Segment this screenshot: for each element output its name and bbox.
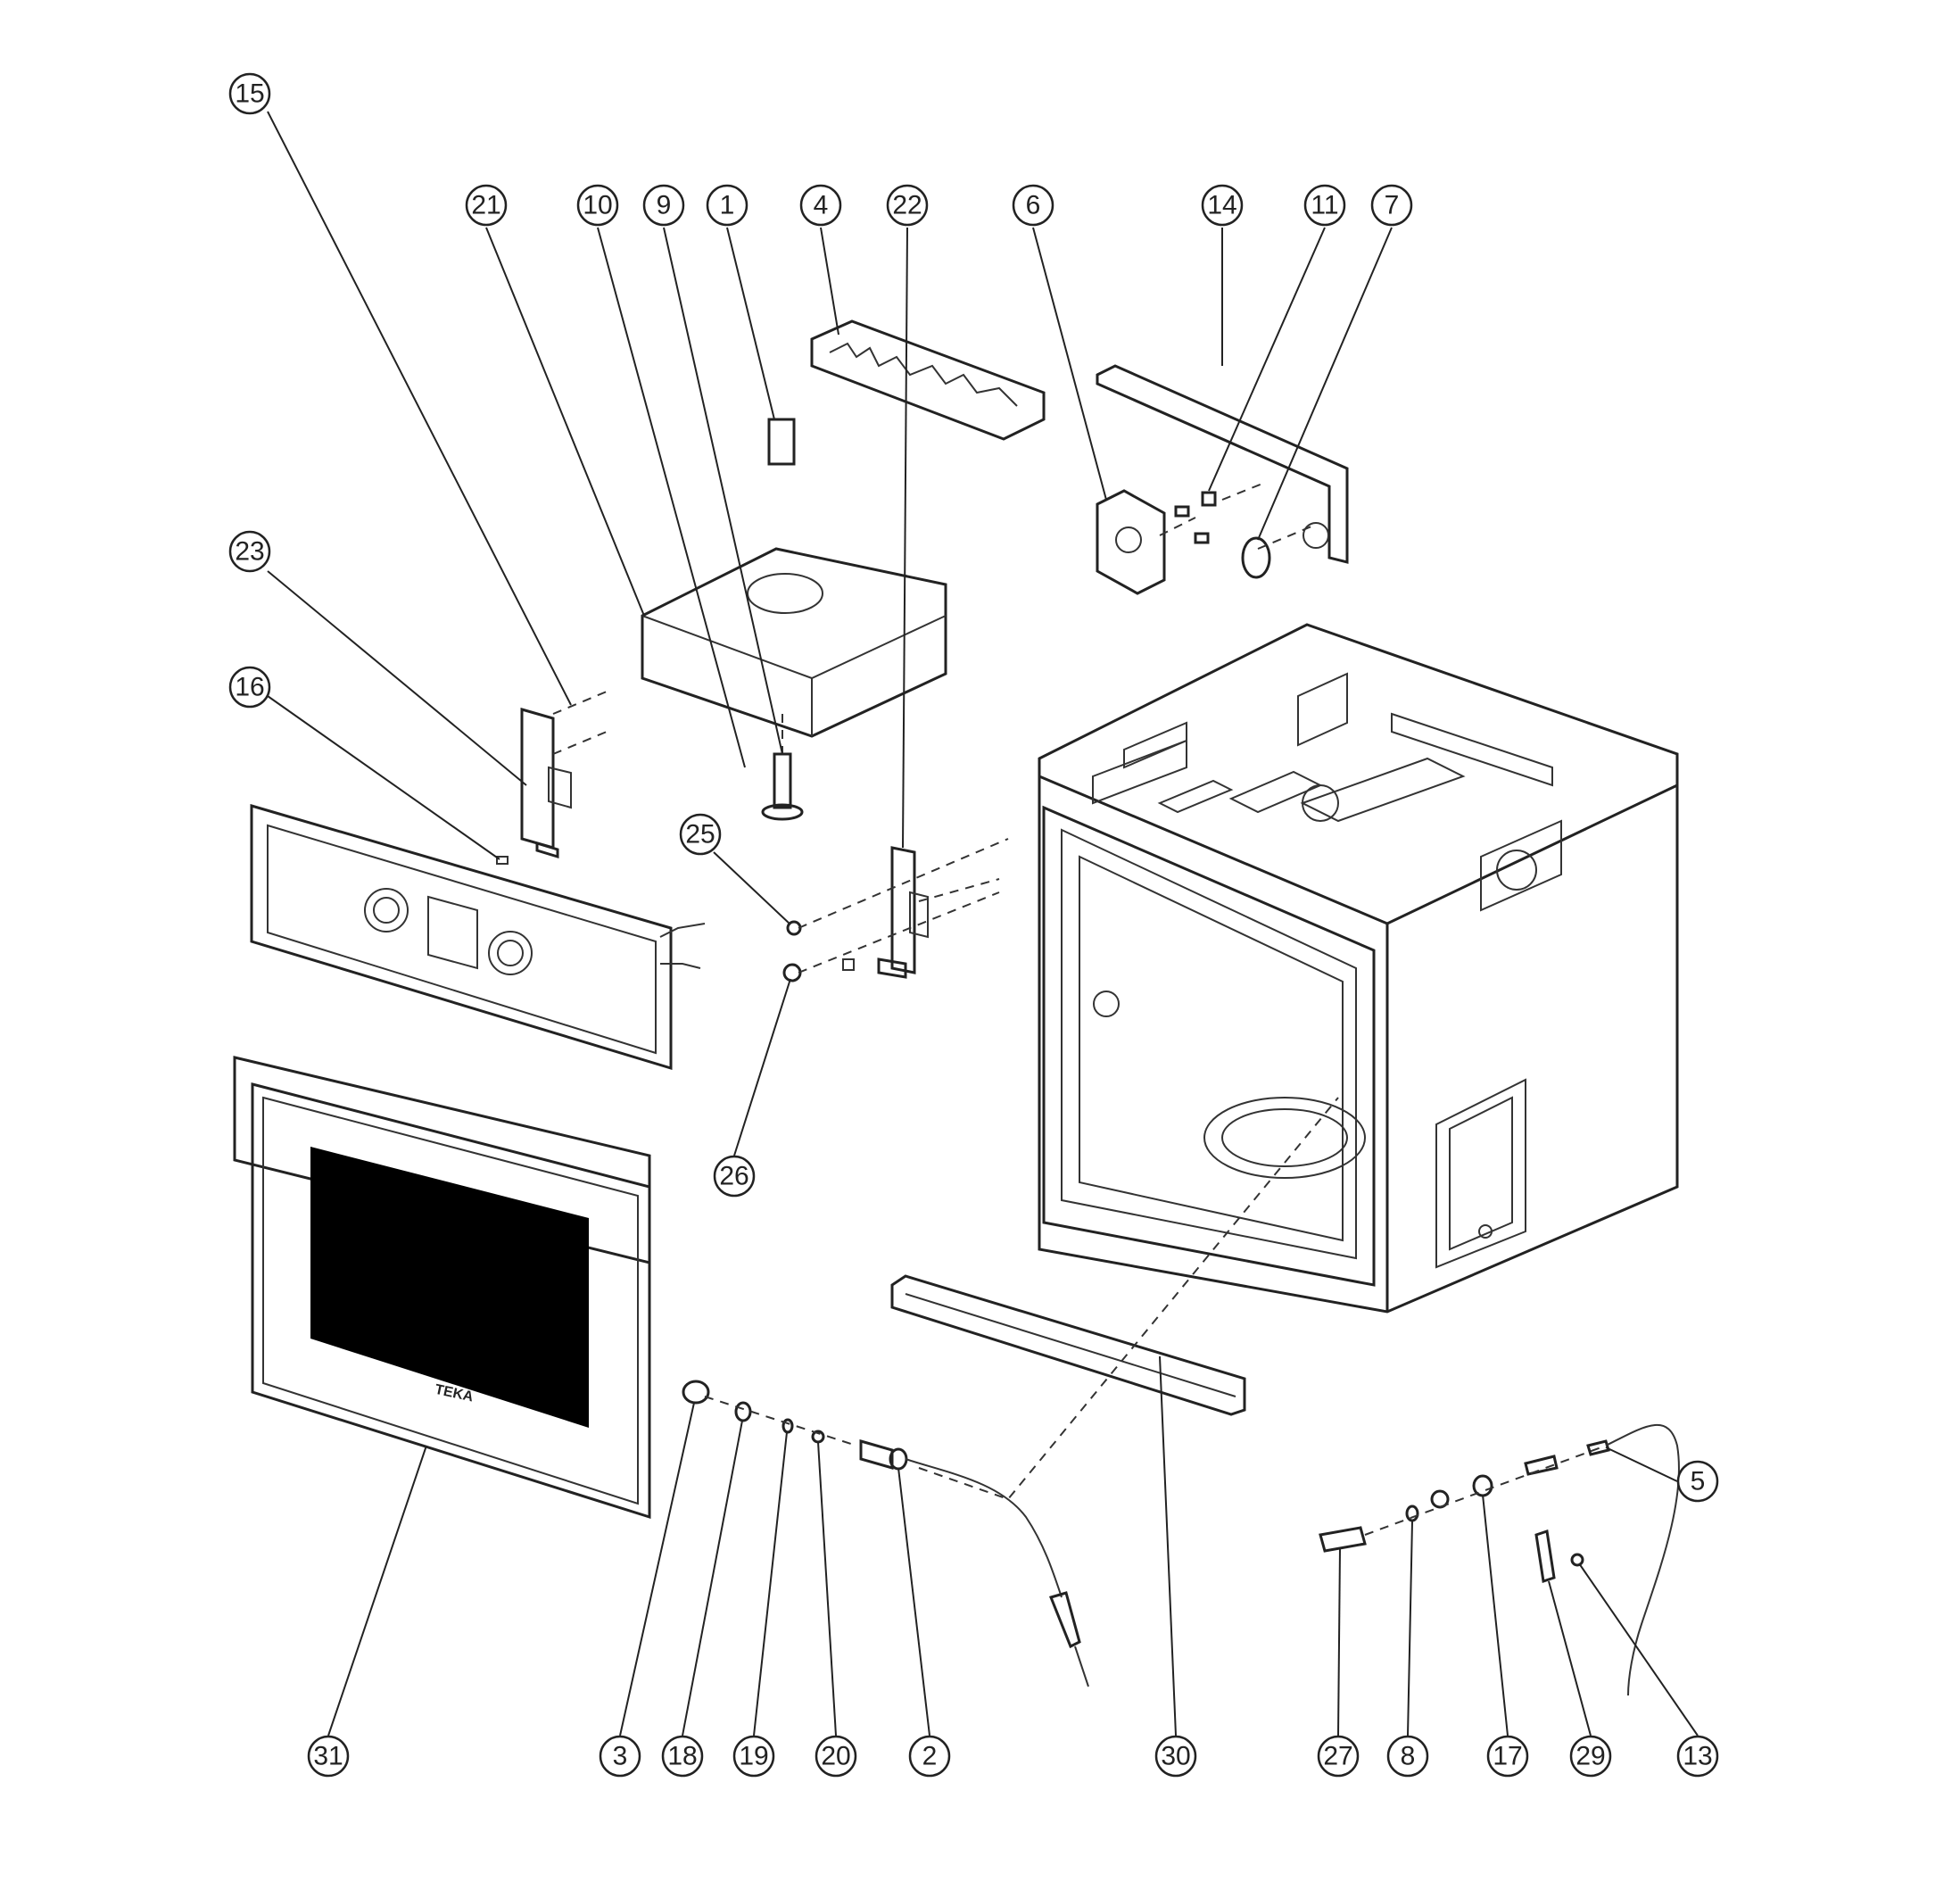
callout-8: 8: [1386, 1735, 1429, 1778]
callout-30: 30: [1154, 1735, 1197, 1778]
callout-label: 22: [892, 191, 922, 220]
callout-label: 29: [1575, 1742, 1605, 1771]
control-panel: [250, 804, 706, 1071]
callout-13: 13: [1676, 1735, 1719, 1778]
callout-3: 3: [599, 1735, 641, 1778]
callout-label: 2: [922, 1742, 938, 1771]
callout-label: 10: [583, 191, 612, 220]
callout-label: 19: [739, 1742, 768, 1771]
hinge-latch-parts: [496, 708, 929, 982]
callout-label: 25: [685, 820, 715, 850]
callout-2: 2: [908, 1735, 951, 1778]
bottom-trim: [890, 1274, 1246, 1416]
callout-17: 17: [1486, 1735, 1529, 1778]
callout-15: 15: [228, 72, 271, 115]
callout-18: 18: [661, 1735, 704, 1778]
callout-label: 6: [1026, 191, 1041, 220]
callout-label: 20: [821, 1742, 850, 1771]
callout-27: 27: [1317, 1735, 1360, 1778]
callout-label: 18: [667, 1742, 697, 1771]
callout-25: 25: [679, 813, 722, 856]
callout-label: 23: [235, 537, 264, 567]
top-mechanical-parts: [641, 319, 1349, 821]
callout-20: 20: [815, 1735, 857, 1778]
callout-label: 8: [1401, 1742, 1416, 1771]
callout-1: 1: [706, 184, 748, 227]
callout-label: 14: [1207, 191, 1236, 220]
callout-label: 1: [720, 191, 735, 220]
callout-29: 29: [1569, 1735, 1612, 1778]
callout-23: 23: [228, 530, 271, 573]
callout-22: 22: [886, 184, 929, 227]
callout-label: 27: [1323, 1742, 1352, 1771]
callout-label: 16: [235, 673, 264, 702]
assembly-dashed-lines: [552, 481, 1607, 1536]
callouts: 1 2 3 4 5 6 7 8 9 10 11 13 14 15 16 17 1…: [228, 72, 1719, 1778]
callout-label: 9: [657, 191, 672, 220]
callout-11: 11: [1303, 184, 1346, 227]
callout-label: 21: [471, 191, 500, 220]
callout-16: 16: [228, 666, 271, 709]
callout-label: 3: [613, 1742, 628, 1771]
callout-label: 11: [1311, 191, 1338, 220]
callout-21: 21: [465, 184, 508, 227]
callout-26: 26: [713, 1155, 756, 1198]
callout-14: 14: [1201, 184, 1244, 227]
probe-socket-parts: [682, 1380, 1680, 1696]
callout-label: 17: [1493, 1742, 1522, 1771]
callout-4: 4: [799, 184, 842, 227]
callout-label: 26: [719, 1162, 748, 1191]
callout-5: 5: [1676, 1460, 1719, 1503]
callout-label: 30: [1161, 1742, 1190, 1771]
oven-door: TEKA: [233, 1056, 651, 1520]
callout-10: 10: [576, 184, 619, 227]
callout-label: 13: [1683, 1742, 1712, 1771]
callout-6: 6: [1012, 184, 1054, 227]
callout-9: 9: [642, 184, 685, 227]
oven-cavity-chassis: [1038, 623, 1679, 1314]
leader-lines: [267, 111, 1699, 1737]
callout-label: 31: [313, 1742, 343, 1771]
callout-label: 15: [235, 79, 264, 109]
callout-label: 5: [1691, 1467, 1706, 1496]
callout-7: 7: [1370, 184, 1413, 227]
callout-19: 19: [732, 1735, 775, 1778]
callout-31: 31: [307, 1735, 350, 1778]
callout-label: 7: [1385, 191, 1400, 220]
callout-label: 4: [814, 191, 829, 220]
